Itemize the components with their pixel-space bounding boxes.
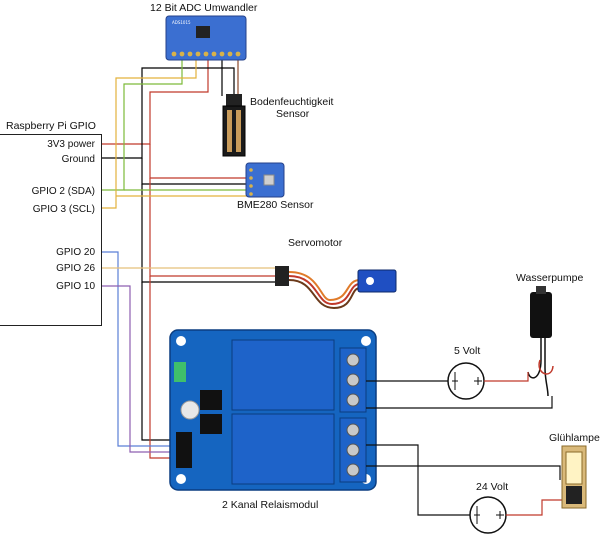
relay-header-pins <box>176 432 192 468</box>
wire-3v3-power <box>102 60 209 145</box>
servo-label: Servomotor <box>288 237 343 249</box>
bme280-label: BME280 Sensor <box>237 199 314 211</box>
pi-pin-3v3: 3V3 power <box>47 139 95 150</box>
wire-relay-pump-return <box>366 396 553 409</box>
soil-sensor-label-1: Bodenfeuchtigkeit <box>250 96 334 108</box>
volt24-label: 24 Volt <box>476 481 509 493</box>
volt5-label: 5 Volt <box>454 345 481 357</box>
pi-pin-gpio10: GPIO 10 <box>56 281 95 292</box>
pump-body <box>530 292 552 338</box>
wire-ground-bme <box>141 158 248 185</box>
svg-text:ADS1015: ADS1015 <box>172 20 191 25</box>
wire-ground <box>102 67 235 159</box>
adc-pin-labels: ADS1015 <box>172 20 191 25</box>
wire-sda <box>102 60 183 191</box>
soil-sensor-label-2: Sensor <box>276 108 310 120</box>
soil-sensor-head <box>226 94 242 108</box>
servo-cable <box>288 271 361 302</box>
wire-5v-pump <box>484 372 529 382</box>
relay-cube-1 <box>231 339 335 411</box>
pump-wires <box>527 338 549 397</box>
servo-body <box>357 269 397 293</box>
wire-relay-lamp-return <box>366 465 561 480</box>
pump-label: Wasserpumpe <box>516 272 584 284</box>
wire-24v-lamp <box>506 499 566 516</box>
pi-pin-sda: GPIO 2 (SDA) <box>31 186 95 197</box>
wire-relay-24v <box>366 444 470 516</box>
pi-title: Raspberry Pi GPIO <box>6 120 96 132</box>
pi-pin-ground: Ground <box>61 154 95 165</box>
adc-label: 12 Bit ADC Umwandler <box>150 2 258 14</box>
pi-pin-scl: GPIO 3 (SCL) <box>32 204 95 215</box>
wire-gpio10 <box>102 285 183 453</box>
adc-pins <box>171 51 241 57</box>
pi-pin-gpio20: GPIO 20 <box>56 247 95 258</box>
relay-cube-2 <box>231 413 335 485</box>
wire-scl <box>102 60 197 209</box>
adc-chip <box>196 26 210 38</box>
raspberry-pi-gpio-box: 3V3 power Ground GPIO 2 (SDA) GPIO 3 (SC… <box>0 134 102 326</box>
soil-sensor-probe <box>222 105 246 157</box>
lamp-label: Glühlampe <box>549 432 600 444</box>
wire-gpio20 <box>102 251 183 447</box>
relay-label: 2 Kanal Relaismodul <box>222 499 319 511</box>
pi-pin-gpio26: GPIO 26 <box>56 263 95 274</box>
servo-connector <box>275 266 289 286</box>
